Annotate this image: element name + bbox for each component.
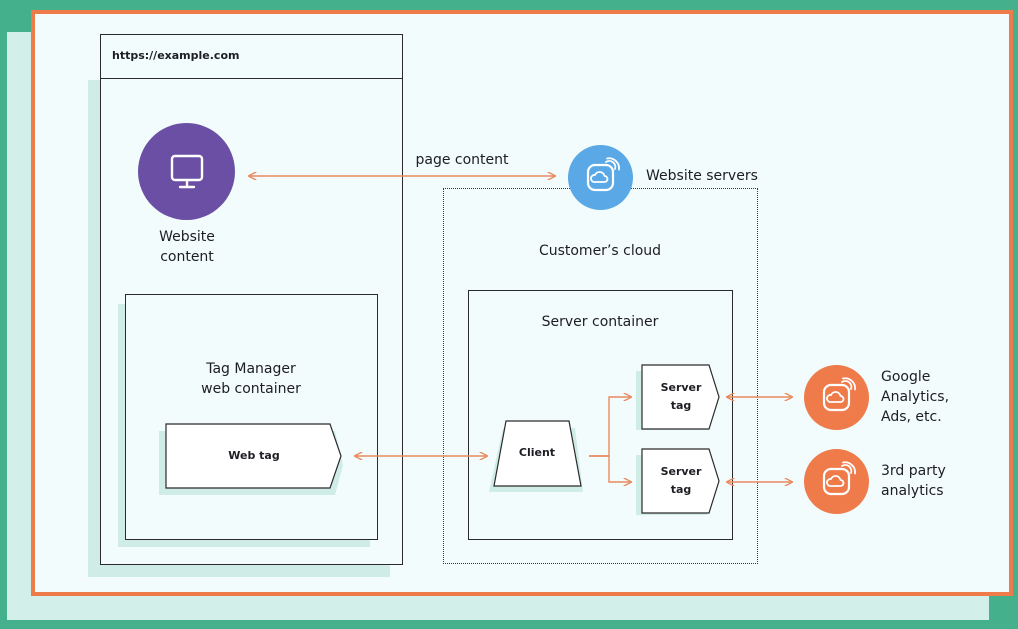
cloud-icon — [822, 377, 856, 412]
server-tag-1-label: Server tag — [651, 379, 711, 415]
browser-url: https://example.com — [112, 49, 240, 62]
website-servers-circle — [568, 145, 633, 210]
server-tag-2-line2: tag — [670, 483, 692, 496]
tag-manager-label: Tag Manager web container — [176, 359, 326, 399]
web-tag-label: Web tag — [228, 449, 280, 462]
cloud-icon — [586, 157, 620, 192]
server-tag-1-line2: tag — [670, 399, 692, 412]
google-analytics-circle — [804, 365, 869, 430]
website-content-label: Website content — [137, 227, 237, 267]
google-analytics-line3: Ads, etc. — [881, 409, 942, 425]
server-tag-2-line1: Server — [660, 465, 702, 478]
google-analytics-line1: Google — [881, 369, 931, 385]
google-analytics-label: Google Analytics, Ads, etc. — [881, 367, 949, 427]
third-party-analytics-label: 3rd party analytics — [881, 461, 946, 501]
cloud-icon — [822, 461, 856, 496]
server-tag-2-shape — [641, 448, 720, 514]
server-container-label: Server container — [541, 314, 659, 330]
website-content-line1: Website — [159, 229, 215, 245]
website-content-line2: content — [160, 249, 214, 265]
page-content-label: page content — [415, 152, 509, 168]
client-shape — [493, 420, 582, 487]
third-party-analytics-line2: analytics — [881, 483, 944, 499]
server-tag-1-shape — [641, 364, 720, 430]
tag-manager-line1: Tag Manager — [206, 361, 296, 377]
web-tag-shape — [165, 423, 342, 489]
tag-manager-line2: web container — [201, 381, 301, 397]
server-tag-2-label: Server tag — [651, 463, 711, 499]
client-label: Client — [518, 446, 556, 459]
client-to-server-tag-2-arrow — [589, 455, 631, 482]
tag-manager-container — [125, 294, 378, 540]
monitor-icon — [170, 154, 204, 189]
google-analytics-line2: Analytics, — [881, 389, 950, 405]
browser-address-bar: https://example.com — [101, 35, 402, 79]
third-party-analytics-line1: 3rd party — [881, 463, 946, 479]
website-content-circle — [138, 123, 235, 220]
customers-cloud-label: Customer’s cloud — [538, 243, 662, 259]
website-servers-label: Website servers — [646, 168, 758, 184]
server-tag-1-line1: Server — [660, 381, 702, 394]
client-to-server-tag-1-arrow — [589, 397, 631, 457]
third-party-analytics-circle — [804, 449, 869, 514]
